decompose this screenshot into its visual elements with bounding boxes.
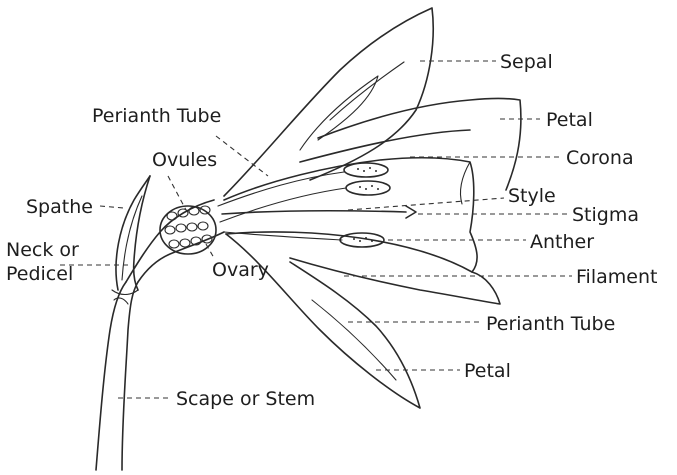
label-neck-line1: Neck or	[6, 239, 79, 261]
spathe-drawing	[112, 176, 150, 295]
label-spathe: Spathe	[26, 196, 93, 218]
leader-spathe	[100, 206, 124, 208]
stem-drawing	[96, 282, 138, 470]
label-neck: Neck or Pedicel	[6, 239, 85, 285]
label-petal-top: Petal	[546, 109, 593, 131]
label-perianth-tube-top: Perianth Tube	[92, 105, 221, 127]
labels: Sepal Petal Corona Perianth Tube Ovules …	[6, 51, 657, 410]
style-drawing	[222, 206, 416, 218]
label-filament: Filament	[576, 266, 657, 288]
label-anther: Anther	[530, 231, 594, 253]
leader-ovary	[206, 244, 214, 258]
label-corona: Corona	[566, 147, 634, 169]
label-ovary: Ovary	[212, 259, 269, 281]
label-sepal: Sepal	[500, 51, 553, 73]
leader-perianth-top	[216, 136, 268, 176]
label-perianth-tube-bottom: Perianth Tube	[486, 313, 615, 335]
label-style: Style	[508, 185, 556, 207]
label-petal-bottom: Petal	[464, 360, 511, 382]
label-ovules: Ovules	[152, 149, 217, 171]
leader-style	[348, 198, 504, 210]
leader-ovules	[168, 176, 186, 210]
label-neck-line2: Pedicel	[6, 263, 73, 285]
ovules-drawing	[165, 206, 212, 248]
label-scape: Scape or Stem	[176, 388, 315, 410]
label-stigma: Stigma	[572, 204, 639, 226]
